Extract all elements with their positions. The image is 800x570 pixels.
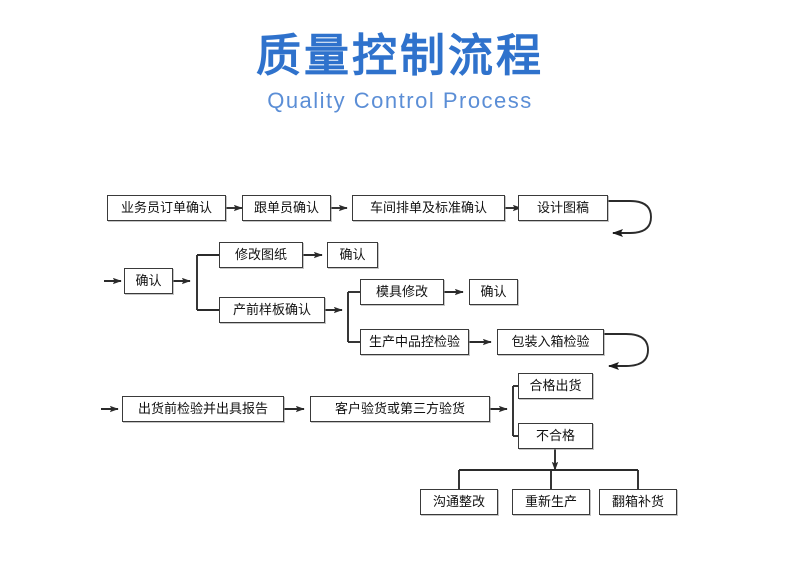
node-merchandiser-confirm[interactable]: 跟单员确认 bbox=[242, 195, 331, 221]
node-pre-production-sample-confirm[interactable]: 产前样板确认 bbox=[219, 297, 325, 323]
node-sales-order-confirm[interactable]: 业务员订单确认 bbox=[107, 195, 226, 221]
node-confirm-after-mold[interactable]: 确认 bbox=[469, 279, 518, 305]
node-re-production[interactable]: 重新生产 bbox=[512, 489, 590, 515]
edge-loopback-row1 bbox=[608, 200, 652, 237]
page-header: 质量控制流程 Quality Control Process bbox=[0, 28, 800, 116]
node-in-process-quality-inspection[interactable]: 生产中品控检验 bbox=[360, 329, 469, 355]
node-unqualified[interactable]: 不合格 bbox=[518, 423, 593, 449]
node-qualified-shipment[interactable]: 合格出货 bbox=[518, 373, 593, 399]
node-revise-drawing[interactable]: 修改图纸 bbox=[219, 242, 303, 268]
page-subtitle: Quality Control Process bbox=[267, 88, 533, 113]
node-customer-or-third-party-inspection[interactable]: 客户验货或第三方验货 bbox=[310, 396, 490, 422]
node-workshop-schedule-standard-confirm[interactable]: 车间排单及标准确认 bbox=[352, 195, 505, 221]
node-mold-revision[interactable]: 模具修改 bbox=[360, 279, 444, 305]
edge-loopback-row2 bbox=[604, 333, 649, 370]
node-design-draft[interactable]: 设计图稿 bbox=[518, 195, 608, 221]
node-packing-carton-inspection[interactable]: 包装入箱检验 bbox=[497, 329, 604, 355]
node-pre-shipment-inspection-report[interactable]: 出货前检验并出具报告 bbox=[122, 396, 284, 422]
page-title: 质量控制流程 bbox=[255, 29, 544, 82]
node-repack-replenish[interactable]: 翻箱补货 bbox=[599, 489, 677, 515]
node-confirm-after-drawing[interactable]: 确认 bbox=[327, 242, 378, 268]
node-confirm-main[interactable]: 确认 bbox=[124, 268, 173, 294]
node-communicate-rectify[interactable]: 沟通整改 bbox=[420, 489, 498, 515]
